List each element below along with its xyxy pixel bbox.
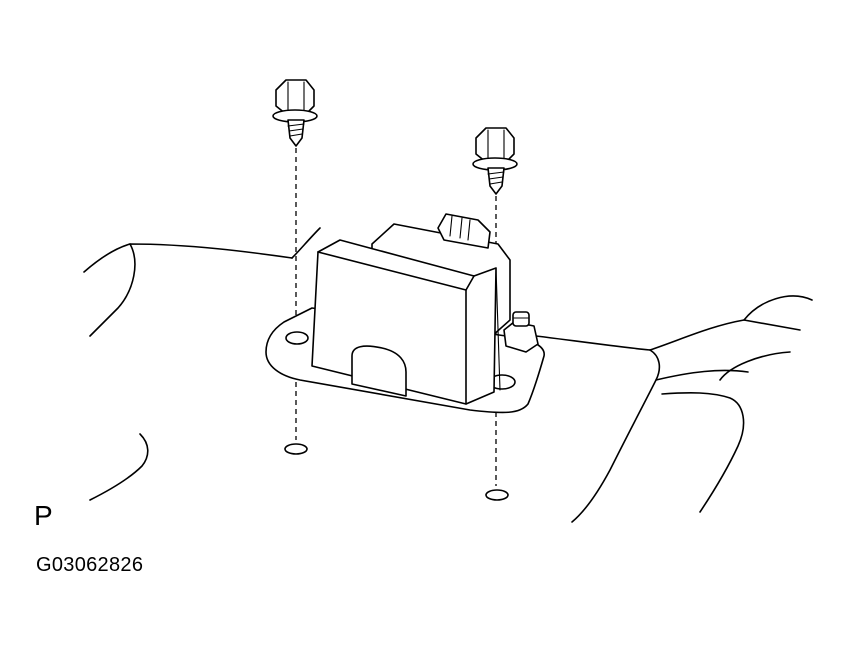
bolt-right-icon bbox=[472, 127, 518, 195]
body-panel-outline bbox=[83, 227, 813, 523]
bracket-hole-left bbox=[285, 331, 309, 345]
housing-tab bbox=[351, 345, 407, 397]
figure-code-label: G03062826 bbox=[36, 554, 144, 576]
floor-hole-left bbox=[284, 443, 308, 455]
bolt-left-icon bbox=[272, 79, 318, 147]
sensor-assembly bbox=[265, 213, 545, 414]
view-letter-label: P bbox=[34, 500, 53, 531]
floor-hole-right bbox=[485, 489, 509, 501]
